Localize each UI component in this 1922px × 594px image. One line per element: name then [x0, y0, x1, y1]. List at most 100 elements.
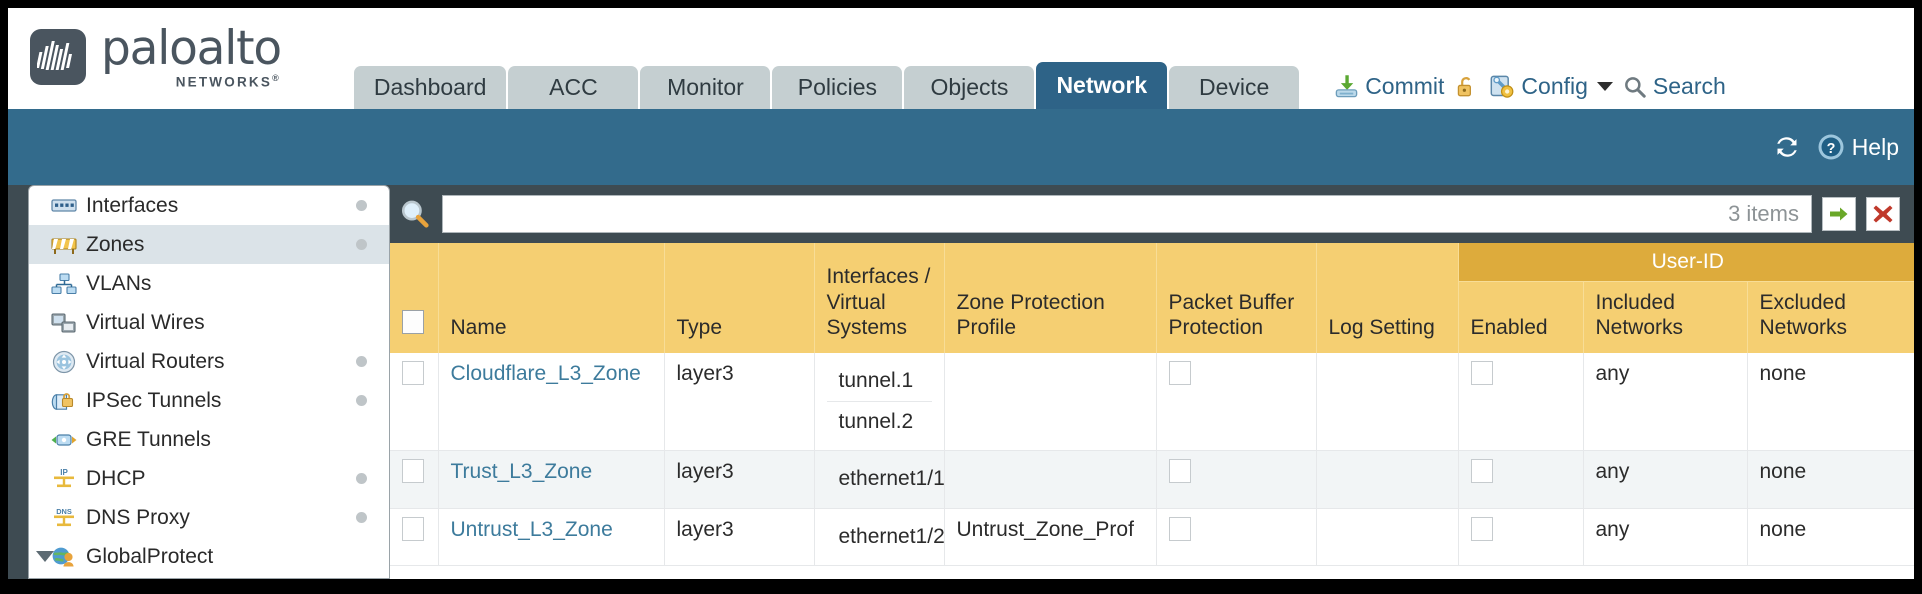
top-header-bar: paloalto NETWORKS® Dashboard ACC Monitor… [8, 8, 1914, 109]
row-checkbox[interactable] [402, 516, 424, 541]
search-magnifier-icon[interactable] [398, 197, 432, 231]
row-checkbox[interactable] [402, 459, 424, 484]
cell-userid-enabled [1458, 352, 1584, 452]
row-checkbox[interactable] [402, 360, 424, 385]
table-row[interactable]: Untrust_L3_Zone layer3 ethernet1/2 Untru… [390, 508, 1914, 566]
cell-log-setting [1316, 352, 1459, 452]
search-button[interactable]: Search [1622, 73, 1726, 100]
cell-included-networks: any [1583, 450, 1748, 509]
packet-buffer-protection-checkbox[interactable] [1168, 459, 1191, 484]
packet-buffer-protection-checkbox[interactable] [1168, 360, 1191, 385]
dhcp-icon: IP [51, 467, 77, 491]
cell-name: Cloudflare_L3_Zone [438, 352, 665, 452]
sidebar-item-virtual-routers[interactable]: Virtual Routers [29, 342, 389, 381]
sidebar-status-dot [356, 239, 367, 250]
tab-monitor[interactable]: Monitor [640, 66, 771, 109]
column-header-zone-protection-profile[interactable]: Zone Protection Profile [944, 243, 1157, 353]
commit-button[interactable]: Commit [1333, 73, 1444, 100]
column-header-type[interactable]: Type [664, 243, 815, 353]
row-select-cell [390, 450, 439, 509]
userid-enabled-checkbox[interactable] [1470, 360, 1493, 385]
clear-filter-button[interactable] [1866, 197, 1900, 231]
table-column-header-row: Enabled Included Networks Excluded Netwo… [390, 281, 1914, 353]
sidebar-item-vlans[interactable]: VLANs [29, 264, 389, 303]
cell-type: layer3 [664, 450, 815, 509]
padlock-icon[interactable] [1453, 73, 1479, 100]
column-header-log-setting[interactable]: Log Setting [1316, 243, 1459, 353]
sidebar-item-label: DHCP [86, 466, 146, 490]
table-row[interactable]: Trust_L3_Zone layer3 ethernet1/1 [390, 450, 1914, 509]
table-group-header-row: Name Type Interfaces / Virtual Systems Z… [390, 243, 1914, 353]
commit-label: Commit [1365, 73, 1445, 99]
column-header-interfaces[interactable]: Interfaces / Virtual Systems [814, 243, 945, 353]
help-button[interactable]: ? Help [1816, 132, 1899, 162]
network-sidebar: Interfaces Zones [28, 185, 390, 579]
cell-packet-buffer-protection [1156, 352, 1317, 452]
green-arrow-apply-icon [1830, 207, 1848, 221]
column-header-included-networks[interactable]: Included Networks [1583, 281, 1748, 353]
tab-acc[interactable]: ACC [508, 66, 639, 109]
brand-tagline: NETWORKS® [175, 73, 281, 90]
interfaces-icon [51, 194, 77, 218]
cell-included-networks: any [1583, 508, 1748, 566]
refresh-icon[interactable] [1772, 132, 1802, 162]
table-row[interactable]: Cloudflare_L3_Zone layer3 tunnel.1 tunne… [390, 352, 1914, 452]
cell-excluded-networks: none [1747, 352, 1914, 452]
zone-name-link[interactable]: Untrust_L3_Zone [450, 517, 613, 541]
tab-dashboard[interactable]: Dashboard [353, 66, 507, 109]
zone-name-link[interactable]: Cloudflare_L3_Zone [450, 361, 641, 385]
userid-enabled-checkbox[interactable] [1470, 459, 1493, 484]
cell-userid-enabled [1458, 508, 1584, 566]
cell-packet-buffer-protection [1156, 450, 1317, 509]
virtual-routers-icon [51, 350, 77, 374]
sidebar-item-dhcp[interactable]: IP DHCP [29, 459, 389, 498]
tab-network[interactable]: Network [1036, 62, 1168, 109]
cell-packet-buffer-protection [1156, 508, 1317, 566]
column-header-excluded-networks[interactable]: Excluded Networks [1747, 281, 1914, 353]
vlans-icon [51, 272, 77, 296]
sidebar-item-zones[interactable]: Zones [29, 225, 389, 264]
sidebar-item-label: GRE Tunnels [86, 427, 211, 451]
sidebar-item-label: Virtual Routers [86, 349, 225, 373]
cell-log-setting [1316, 450, 1459, 509]
sidebar-item-portals[interactable]: Portals [29, 576, 389, 578]
expander-triangle-icon[interactable] [36, 551, 54, 562]
select-all-checkbox[interactable] [402, 310, 424, 335]
row-select-cell [390, 508, 439, 566]
virtual-wires-icon [51, 311, 77, 335]
sidebar-item-gre-tunnels[interactable]: GRE Tunnels [29, 420, 389, 459]
column-header-enabled[interactable]: Enabled [1458, 281, 1584, 353]
table-header: Name Type Interfaces / Virtual Systems Z… [390, 243, 1914, 353]
sidebar-item-label: VLANs [86, 271, 152, 295]
blue-band-actions: ? Help [1772, 132, 1899, 162]
tab-device[interactable]: Device [1169, 66, 1300, 109]
packet-buffer-protection-checkbox[interactable] [1168, 516, 1191, 541]
config-dropdown[interactable]: Config [1488, 73, 1613, 100]
cell-interfaces: ethernet1/1 [814, 450, 945, 509]
select-all-header [390, 243, 439, 353]
apply-filter-button[interactable] [1822, 197, 1856, 231]
userid-enabled-checkbox[interactable] [1470, 516, 1493, 541]
zone-name-link[interactable]: Trust_L3_Zone [450, 460, 593, 484]
chevron-down-icon [1596, 82, 1613, 91]
tab-policies[interactable]: Policies [772, 66, 903, 109]
cell-zone-protection-profile: Untrust_Zone_Prof [944, 508, 1157, 566]
column-header-name[interactable]: Name [438, 243, 665, 353]
tab-objects[interactable]: Objects [904, 66, 1035, 109]
sidebar-item-virtual-wires[interactable]: Virtual Wires [29, 303, 389, 342]
sidebar-item-globalprotect[interactable]: GlobalProtect [29, 537, 389, 576]
sidebar-item-label: IPSec Tunnels [86, 388, 222, 412]
sidebar-item-interfaces[interactable]: Interfaces [29, 186, 389, 225]
sidebar-item-label: Virtual Wires [86, 310, 205, 334]
sidebar-item-dns-proxy[interactable]: DNS DNS Proxy [29, 498, 389, 537]
cell-name: Untrust_L3_Zone [438, 508, 665, 566]
search-input[interactable]: 3 items [442, 195, 1812, 233]
sidebar-item-ipsec-tunnels[interactable]: IPSec Tunnels [29, 381, 389, 420]
filter-toolbar: 3 items [390, 185, 1914, 243]
svg-text:DNS: DNS [56, 507, 72, 516]
svg-text:?: ? [1826, 141, 1835, 157]
sidebar-item-label: GlobalProtect [86, 544, 214, 568]
column-header-packet-buffer-protection[interactable]: Packet Buffer Protection [1156, 243, 1317, 353]
row-select-cell [390, 352, 439, 452]
cell-name: Trust_L3_Zone [438, 450, 665, 509]
